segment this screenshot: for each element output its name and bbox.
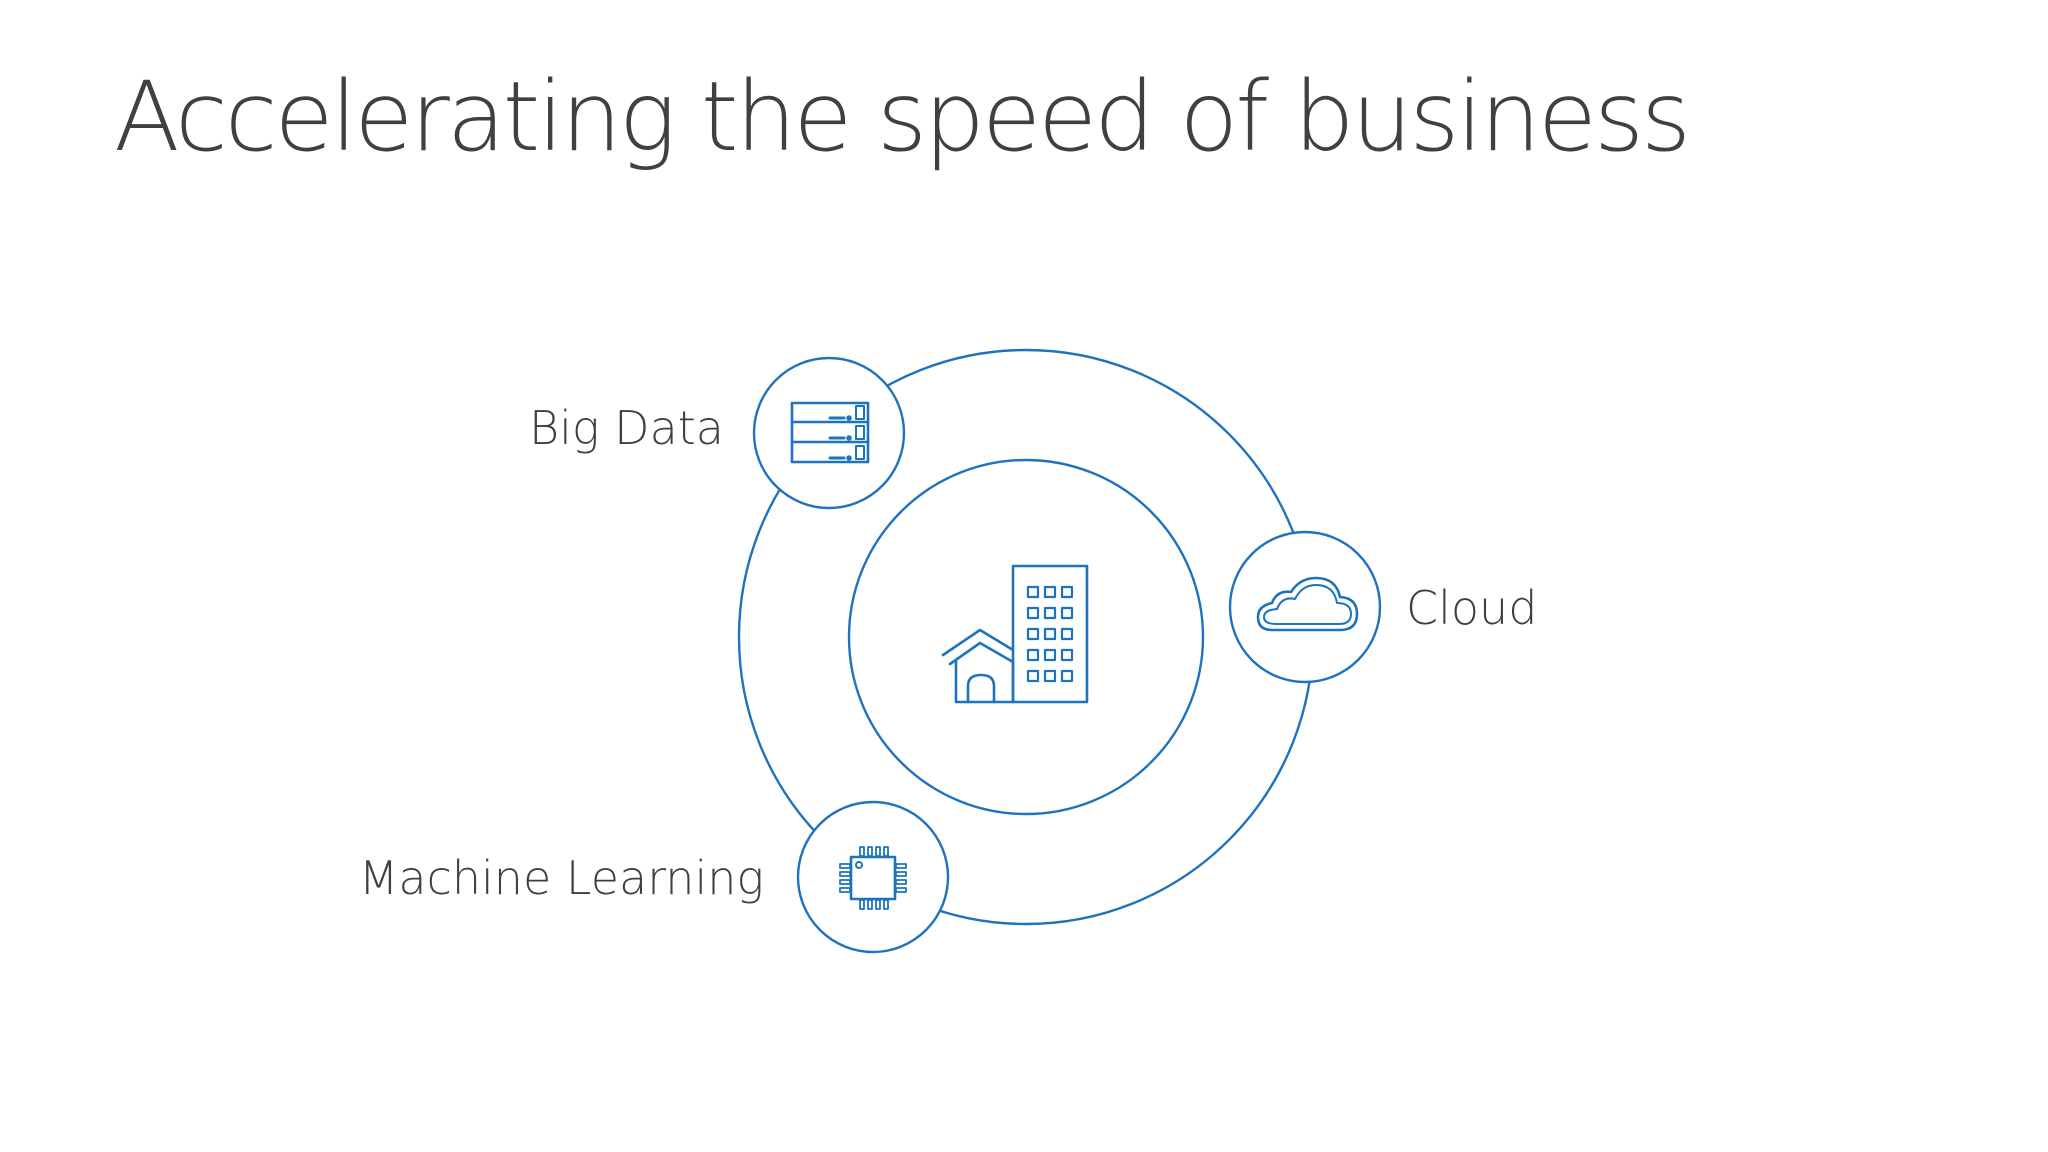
office-building-icon — [941, 564, 1089, 704]
server-stack-icon — [790, 401, 870, 464]
inner-ring — [847, 458, 1205, 816]
machine-learning-node-circle — [796, 800, 950, 954]
machine-learning-label: Machine Learning — [358, 851, 764, 905]
big-data-node — [752, 356, 906, 510]
chip-icon — [839, 846, 907, 910]
cloud-node-circle — [1228, 530, 1382, 684]
big-data-node-circle — [752, 356, 906, 510]
cloud-icon — [1256, 576, 1359, 632]
machine-learning-node — [796, 800, 950, 954]
slide-title: Accelerating the speed of business — [114, 61, 1691, 173]
cloud-label: Cloud — [1406, 581, 1538, 635]
cloud-node — [1228, 530, 1382, 684]
big-data-label: Big Data — [529, 401, 724, 455]
